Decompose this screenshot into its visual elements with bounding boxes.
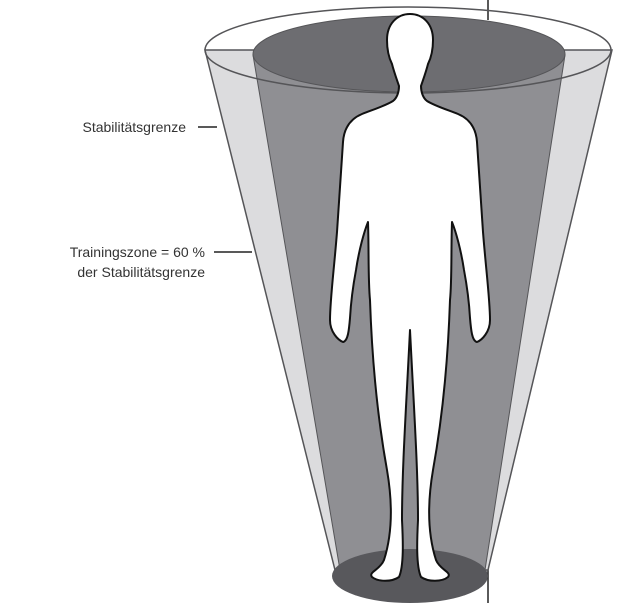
training-zone-label-line1: Trainingszone = 60 % — [70, 244, 205, 260]
base-ellipse — [332, 549, 488, 603]
stability-limit-label: Stabilitätsgrenze — [82, 119, 186, 135]
training-zone-label-line2: der Stabilitätsgrenze — [77, 264, 205, 280]
